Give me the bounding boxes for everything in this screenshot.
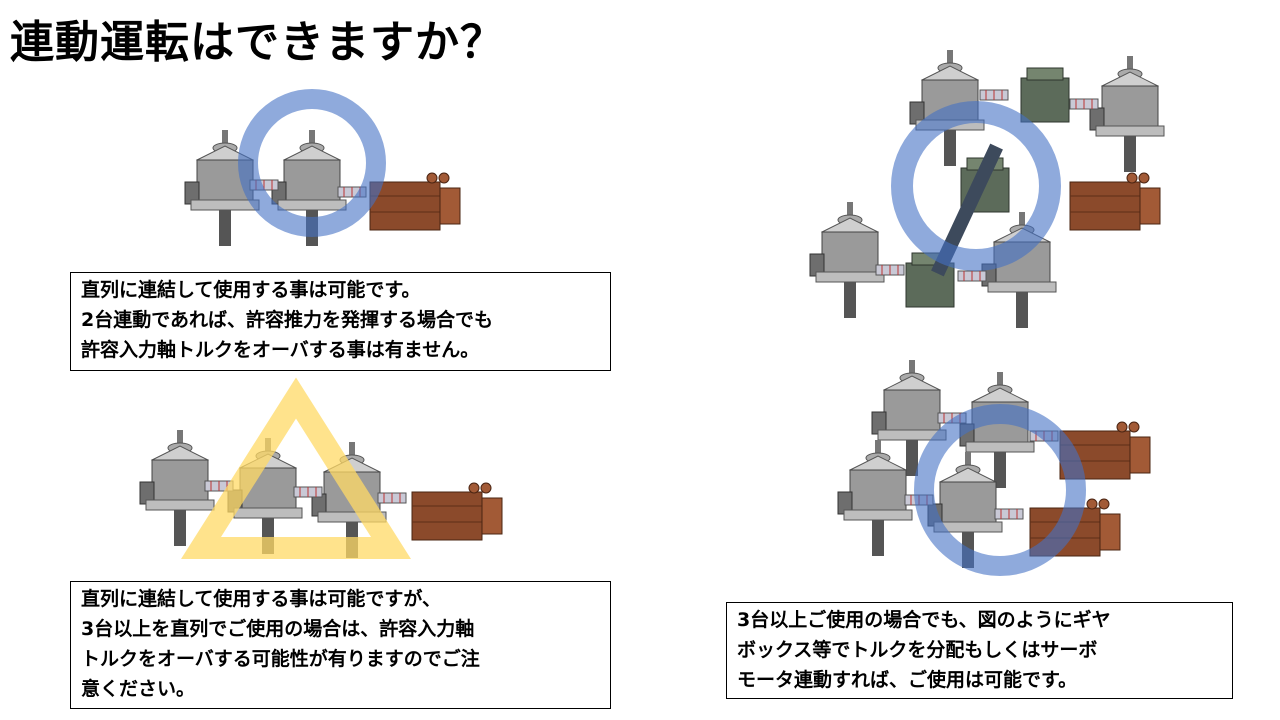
note-line: 意ください。: [81, 678, 196, 700]
note-box-two-jacks: 直列に連結して使用する事は可能です。 2台連動であれば、許容推力を発揮する場合で…: [70, 272, 611, 371]
scene-gearbox-layout: [809, 49, 1165, 329]
ok-ring-icon: [914, 404, 1086, 576]
ok-ring-icon: [238, 89, 386, 237]
note-box-three-jacks: 直列に連結して使用する事は可能ですが、 3台以上を直列でご使用の場合は、許容入力…: [70, 581, 611, 709]
note-line: 直列に連結して使用する事は可能です。: [81, 279, 421, 301]
note-line: トルクをオーバする可能性が有りますのでご注: [81, 648, 480, 670]
caution-triangle-icon: [181, 377, 411, 559]
page-title: 連動運転はできますか？: [10, 17, 505, 68]
scene-servo-layout: [837, 359, 1151, 576]
note-line: 許容入力軸トルクをオーバする事は有ません。: [81, 339, 480, 361]
scene-two-jacks: [184, 89, 461, 247]
note-line: 3台以上ご使用の場合でも、図のようにギヤ: [737, 609, 1111, 631]
note-line: 2台連動であれば、許容推力を発揮する場合でも: [81, 309, 494, 331]
note-line: ボックス等でトルクを分配もしくはサーボ: [737, 639, 1098, 661]
ok-ring-icon: [891, 101, 1061, 271]
note-line: 3台以上を直列でご使用の場合は、許容入力軸: [81, 618, 475, 640]
note-line: 直列に連結して使用する事は可能ですが、: [81, 588, 442, 610]
note-line: モータ連動すれば、ご使用は可能です。: [737, 669, 1078, 691]
scene-three-jacks: [139, 377, 503, 559]
note-box-gearbox: 3台以上ご使用の場合でも、図のようにギヤ ボックス等でトルクを分配もしくはサーボ…: [726, 602, 1233, 699]
